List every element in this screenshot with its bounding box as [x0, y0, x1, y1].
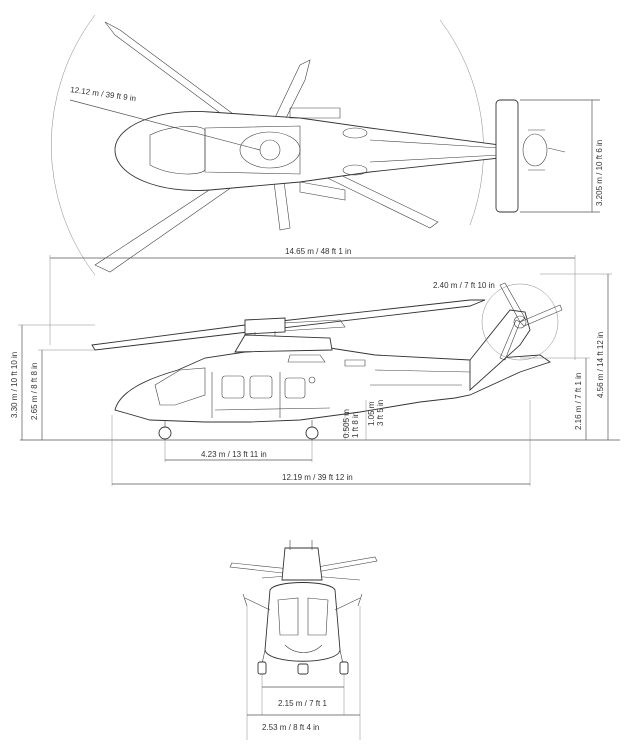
rotor-height-label: 2.65 m / 8 ft 8 in	[30, 363, 39, 420]
fuselage-length-label: 12.19 m / 39 ft 12 in	[282, 473, 353, 482]
wheelbase-label: 4.23 m / 13 ft 11 in	[201, 450, 267, 459]
rotor-diameter-label: 12.12 m / 39 ft 9 in	[70, 85, 137, 103]
tail-rotor-top	[522, 129, 566, 171]
landing-gear-side	[158, 420, 319, 440]
tail-rotor-side	[481, 282, 563, 361]
rotor-sweep-arc	[51, 14, 96, 276]
tail-overall-height-label: 4.56 m / 14 ft 12 in	[596, 332, 605, 398]
overall-height-label: 3.30 m / 10 ft 10 in	[10, 352, 19, 418]
cabin-window-2	[249, 375, 273, 399]
fuselage-front	[264, 582, 341, 662]
cabin-window-1	[221, 375, 245, 399]
tail-height-label: 3.205 m / 10 ft 6 in	[595, 140, 604, 206]
rotor-sweep-arc-right	[439, 19, 484, 226]
side-view: 14.65 m / 48 ft 1 in	[10, 247, 620, 486]
ground-clearance-b-label: 1.05 m	[367, 401, 376, 426]
landing-gear-front	[257, 649, 349, 675]
ground-clearance-a-label: 0.505 m	[342, 409, 351, 438]
rotor-head	[244, 317, 286, 335]
fuselage-top	[114, 110, 501, 191]
cabin-window-3	[284, 377, 306, 399]
rotor-mast-front	[281, 547, 323, 581]
ground-clearance-b-imperial-label: 3 ft 5 in	[376, 400, 385, 426]
tail-fin-side	[469, 309, 531, 392]
tail-rotor-diameter-label: 2.40 m / 7 ft 10 in	[433, 281, 495, 290]
front-view: 2.15 m / 7 ft 1 2.53 m / 8 ft 4 in	[229, 540, 378, 740]
ground-clearance-a-imperial-label: 1 ft 8 in	[351, 412, 360, 438]
overall-length-label: 14.65 m / 48 ft 1 in	[285, 247, 351, 256]
horizontal-stabilizer	[495, 99, 519, 213]
top-view: 12.12 m / 39 ft 9 in 3.205 m / 10 ft 6 i…	[51, 14, 604, 276]
overall-width-label: 2.53 m / 8 ft 4 in	[262, 723, 319, 732]
wheel-track-label: 2.15 m / 7 ft 1	[278, 699, 327, 708]
tail-rotor-clearance-label: 2.16 m / 7 ft 1 in	[574, 373, 583, 430]
windscreen	[154, 367, 206, 406]
